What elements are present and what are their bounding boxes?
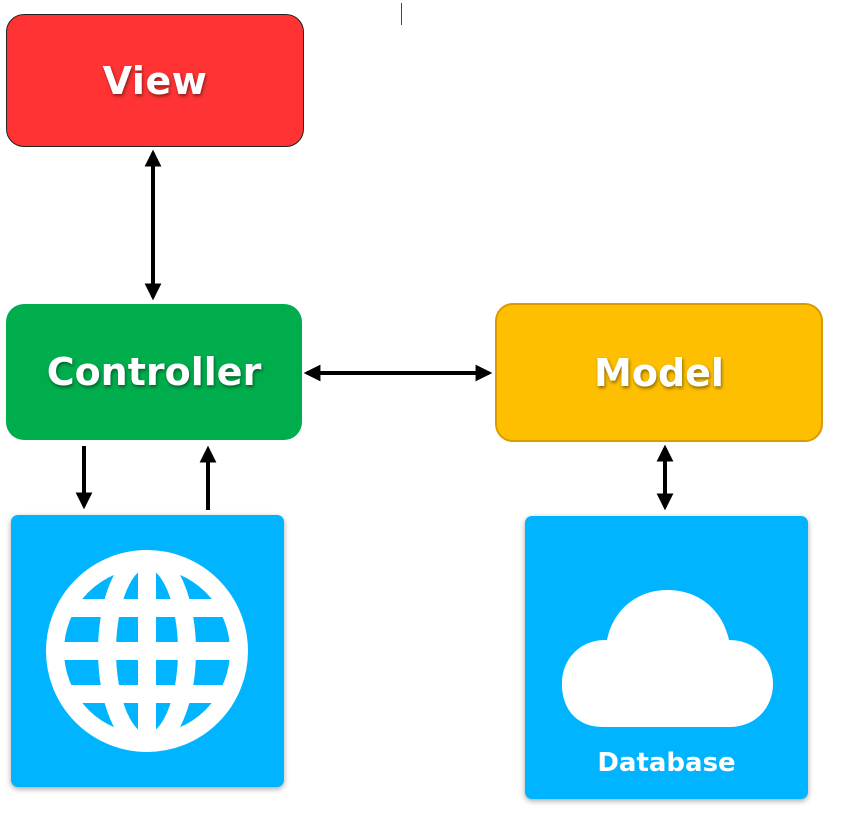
controller-node: Controller [6,304,302,440]
cloud-icon [561,590,773,727]
model-label: Model [594,350,724,395]
text-cursor [401,3,402,25]
view-label: View [102,58,208,103]
view-node: View [6,14,304,147]
model-node: Model [495,303,823,442]
database-node: Database [525,516,808,799]
controller-label: Controller [46,350,262,394]
globe-icon [46,550,248,752]
database-label: Database [597,748,736,778]
web-node [11,515,284,787]
